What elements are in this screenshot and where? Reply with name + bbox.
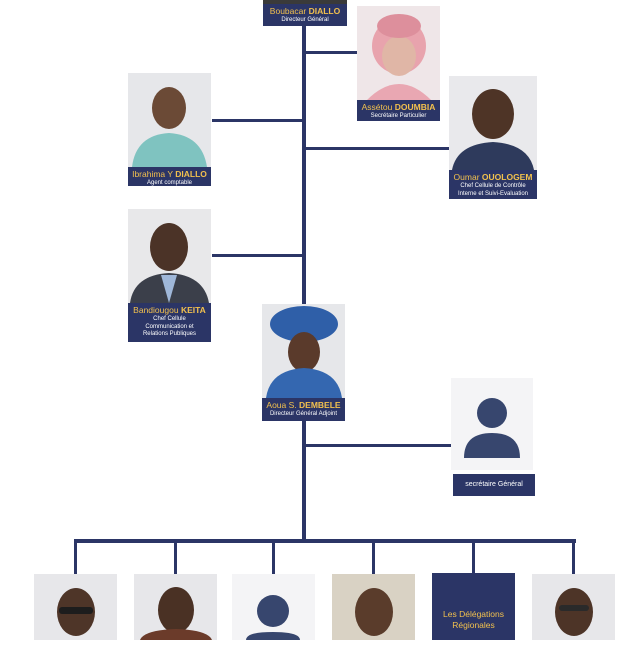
last-name: DIALLO (175, 169, 207, 179)
card-director-general: Boubacar DIALLO Directeur Général (263, 0, 347, 26)
first-name: Aoua S. (266, 400, 297, 410)
person-placeholder-icon (464, 398, 520, 458)
label-communication-chief: Bandiougou KEITA Chef Cellule Communicat… (128, 303, 211, 342)
drop-line-3 (272, 539, 275, 575)
role-title: Secrétaire Particulier (370, 113, 427, 119)
last-name: DOUMBIA (394, 102, 436, 112)
drop-line-6 (572, 539, 575, 575)
portrait-man-icon (134, 574, 217, 640)
portrait-woman-icon (357, 6, 440, 100)
first-name: Oumar (453, 172, 480, 182)
photo-secretary-general (451, 378, 533, 470)
first-name: Boubacar (269, 6, 307, 16)
drop-line-1 (74, 539, 77, 575)
photo-bottom-6 (532, 574, 615, 640)
role-title: Chef Cellule de Contrôle Interne et Suiv… (457, 183, 529, 197)
photo-bottom-4 (332, 574, 415, 640)
last-name: KEITA (180, 305, 206, 315)
photo-secretary (357, 6, 440, 100)
photo-control-chief (449, 76, 537, 170)
photo-deputy-director (262, 304, 345, 398)
bottom-bus-line (74, 539, 576, 543)
photo-accountant (128, 73, 211, 167)
portrait-man-icon (34, 574, 117, 640)
last-name: DIALLO (308, 6, 341, 16)
branch-line-secretary-general (306, 444, 451, 447)
portrait-man-icon (532, 574, 615, 640)
first-name: Bandiougou (133, 305, 179, 315)
role-title: Agent comptable (146, 180, 193, 186)
portrait-man-icon (128, 209, 211, 303)
portrait-man-icon (449, 76, 537, 170)
label-accountant: Ibrahima Y DIALLO Agent comptable (128, 167, 211, 186)
branch-line-communication (212, 254, 302, 257)
photo-bottom-1 (34, 574, 117, 640)
drop-line-4 (372, 539, 375, 575)
drop-line-2 (174, 539, 177, 575)
regional-delegations-box: Les Délégations Régionales (432, 573, 515, 640)
card-secretary: Assétou DOUMBIA Secrétaire Particulier (357, 6, 440, 121)
portrait-man-icon (128, 73, 211, 167)
branch-line-accountant (212, 119, 302, 122)
label-director-general: Boubacar DIALLO Directeur Général (263, 4, 347, 26)
portrait-woman-icon (262, 304, 345, 398)
last-name: DEMBELE (299, 400, 341, 410)
label-deputy-director: Aoua S. DEMBELE Directeur Général Adjoin… (262, 398, 345, 421)
role-title: Chef Cellule Communication et Relations … (142, 316, 197, 337)
card-communication-chief: Bandiougou KEITA Chef Cellule Communicat… (128, 209, 211, 342)
drop-line-5 (472, 539, 475, 575)
first-name: Ibrahima Y (132, 169, 173, 179)
person-placeholder-icon (246, 595, 300, 640)
photo-director-general (263, 0, 347, 4)
card-deputy-director: Aoua S. DEMBELE Directeur Général Adjoin… (262, 304, 345, 421)
label-secretary: Assétou DOUMBIA Secrétaire Particulier (357, 100, 440, 121)
photo-communication-chief (128, 209, 211, 303)
label-control-chief: Oumar OUOLOGEM Chef Cellule de Contrôle … (449, 170, 537, 199)
photo-bottom-2 (134, 574, 217, 640)
label-secretary-general: secrétaire Général (453, 474, 535, 496)
card-control-chief: Oumar OUOLOGEM Chef Cellule de Contrôle … (449, 76, 537, 199)
first-name: Assétou (361, 102, 393, 112)
trunk-line (302, 24, 306, 542)
branch-line-control (306, 147, 449, 150)
role-title: Directeur Général (281, 17, 329, 23)
last-name: OUOLOGEM (481, 172, 533, 182)
card-accountant: Ibrahima Y DIALLO Agent comptable (128, 73, 211, 186)
role-title: Directeur Général Adjoint (269, 411, 338, 417)
photo-bottom-3 (232, 574, 315, 640)
branch-line-secretary (306, 51, 358, 54)
portrait-man-icon (332, 574, 415, 640)
